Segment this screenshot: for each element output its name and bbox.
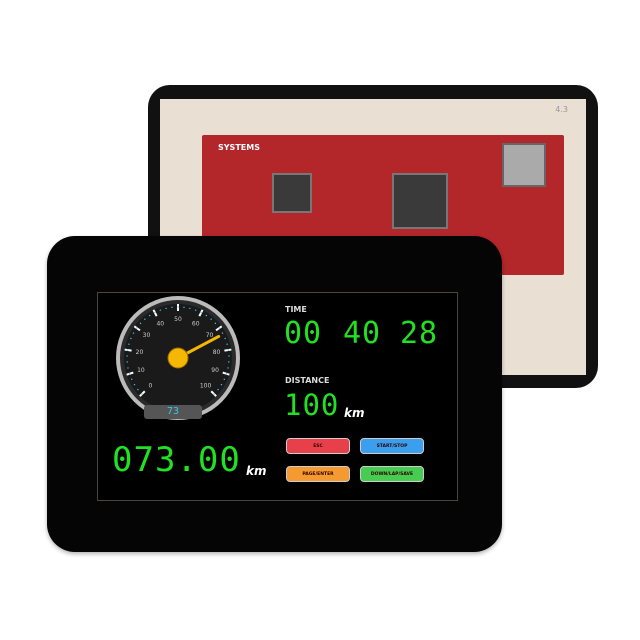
gauge-minor-tick (217, 388, 219, 391)
gauge-tick-label: 90 (211, 367, 219, 374)
gauge-minor-tick (130, 337, 132, 340)
gauge-minor-tick (127, 367, 129, 369)
gauge-minor-tick (225, 373, 228, 375)
gauge-minor-tick (171, 306, 173, 309)
down-lap-save-button[interactable]: DOWN/LAP/SAVE (360, 466, 424, 482)
time-hours: 00 (284, 316, 323, 351)
odometer-unit: km (246, 464, 267, 478)
speedometer-gauge: 0 10 20 30 40 50 60 70 80 90 100 (116, 296, 240, 420)
time-seconds: 28 (400, 316, 439, 351)
gauge-minor-tick (213, 393, 215, 395)
gauge-minor-tick (141, 393, 143, 395)
gauge-minor-tick (220, 383, 223, 386)
gauge-minor-tick (189, 307, 191, 310)
gauge-minor-tick (194, 309, 197, 311)
gauge-minor-tick (228, 361, 230, 363)
gauge-minor-tick (227, 367, 229, 369)
brand-logo: SYSTEMS (218, 143, 260, 152)
sd-card-slot (502, 143, 546, 187)
gauge-minor-tick (128, 343, 130, 345)
gauge-minor-tick (218, 327, 220, 329)
gauge-minor-tick (224, 337, 226, 340)
gauge-tick-label: 20 (136, 349, 144, 356)
gauge-minor-tick (205, 314, 208, 317)
gauge-hub (167, 347, 189, 369)
gauge-minor-tick (148, 314, 151, 317)
page-enter-button[interactable]: PAGE/ENTER (286, 466, 350, 482)
distance-value: 100 (284, 388, 340, 422)
gauge-minor-tick (126, 349, 129, 351)
time-minutes: 40 (343, 316, 382, 351)
size-label: 4.3 (555, 105, 568, 114)
odometer-value: 073.00 (112, 440, 241, 480)
front-display-module: 0 10 20 30 40 50 60 70 80 90 100 73 073.00 km TIME… (47, 236, 502, 552)
gauge-tick-label: 100 (200, 383, 212, 390)
esc-button[interactable]: ESC (286, 438, 350, 454)
gauge-minor-tick (132, 332, 135, 334)
gauge-tick-label: 80 (213, 349, 221, 356)
gauge-minor-tick (139, 322, 142, 325)
gauge-tick-label: 10 (137, 367, 145, 374)
gauge-minor-tick (159, 309, 162, 311)
gauge-minor-tick (210, 318, 212, 320)
gauge-minor-tick (144, 318, 146, 320)
circuit-board: SYSTEMS (202, 135, 564, 275)
gauge-readout: 73 (144, 405, 202, 419)
gauge-minor-tick (227, 349, 230, 351)
gauge-minor-tick (154, 311, 156, 314)
gauge-minor-tick (223, 378, 226, 381)
gauge-tick-label: 30 (143, 332, 151, 339)
gauge-minor-tick (226, 343, 228, 345)
gauge-tick-label: 70 (206, 332, 214, 339)
gauge-tick-label: 0 (149, 383, 153, 390)
gauge-tick-label: 60 (192, 320, 200, 327)
gauge-minor-tick (200, 311, 202, 314)
chip (272, 173, 312, 213)
gauge-minor-tick (228, 355, 230, 357)
gauge-minor-tick (128, 373, 131, 375)
start-stop-button[interactable]: START/STOP (360, 438, 424, 454)
gauge-tick-label: 50 (174, 316, 182, 323)
gauge-minor-tick (137, 388, 139, 391)
distance-label: DISTANCE (285, 376, 330, 385)
gauge-minor-tick (126, 355, 128, 357)
gauge-minor-tick (165, 307, 167, 310)
distance-unit: km (344, 406, 365, 420)
time-label: TIME (285, 305, 307, 314)
processor-chip (392, 173, 448, 229)
screen: 0 10 20 30 40 50 60 70 80 90 100 73 073.00 km TIME… (97, 292, 458, 501)
gauge-tick-label: 40 (156, 320, 164, 327)
gauge-minor-tick (177, 306, 179, 308)
gauge-minor-tick (126, 361, 128, 363)
gauge-minor-tick (130, 378, 133, 381)
gauge-minor-tick (183, 306, 185, 309)
gauge-minor-tick (221, 332, 224, 334)
gauge-minor-tick (133, 383, 136, 386)
gauge-minor-tick (136, 327, 138, 329)
gauge-minor-tick (214, 322, 217, 325)
